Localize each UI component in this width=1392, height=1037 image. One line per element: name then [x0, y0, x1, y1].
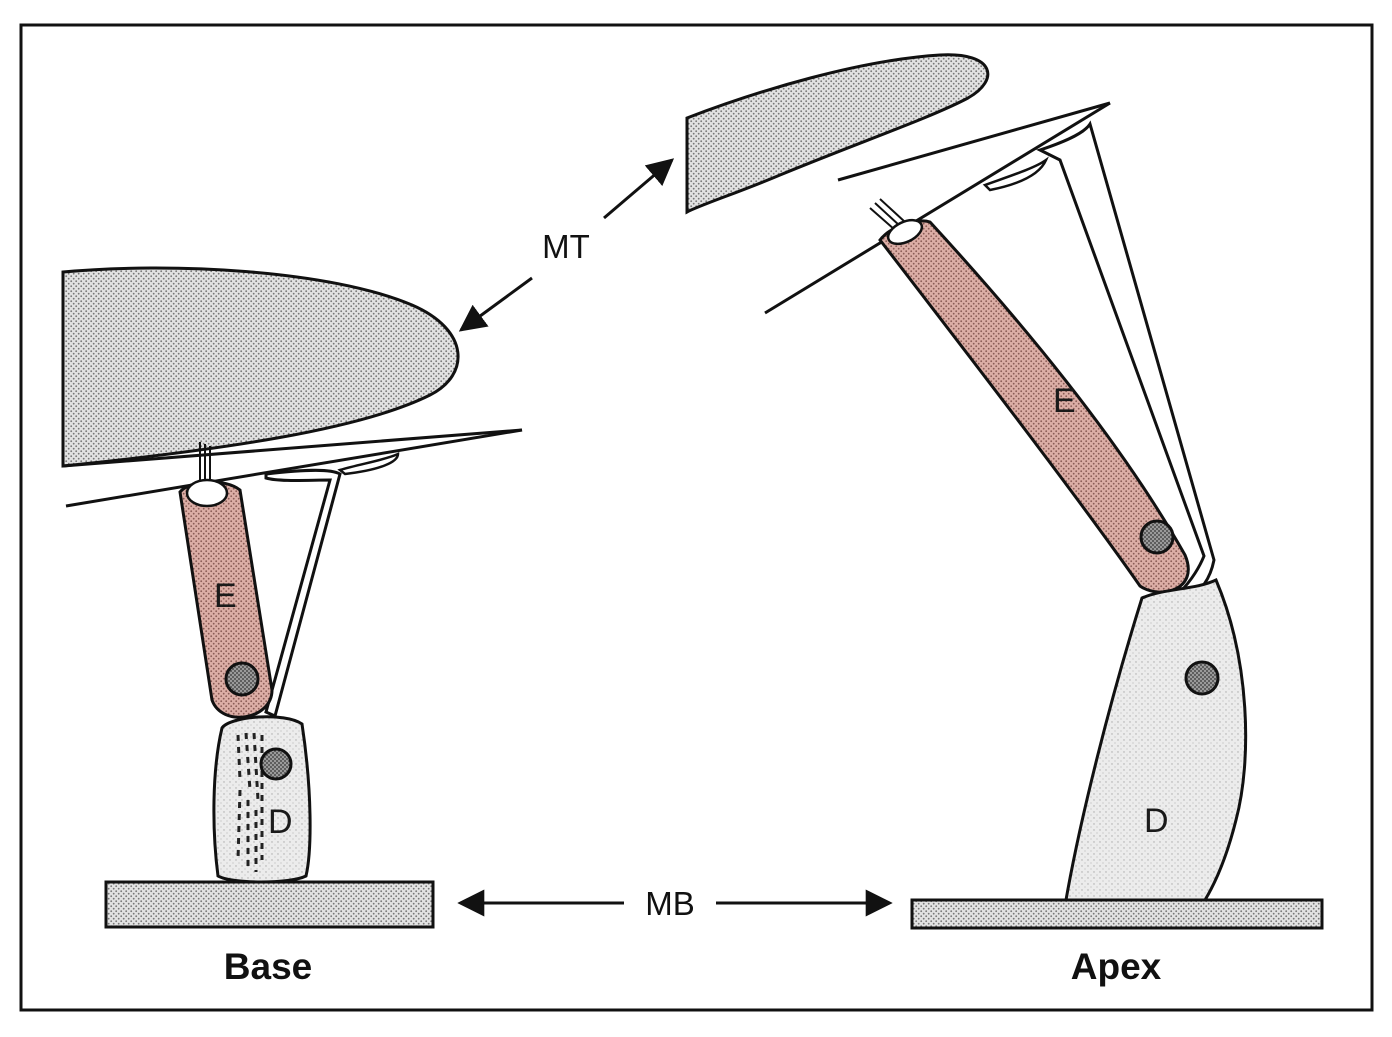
reticular-lamina-base-bottom: [65, 428, 523, 508]
label-e-apex: E: [1053, 382, 1076, 420]
cuticular-plate-e-base: [185, 478, 229, 508]
hair-cell-e-apex: [878, 219, 1190, 594]
label-mt: MT: [542, 228, 590, 265]
caption-apex: Apex: [1071, 946, 1162, 987]
mt-arrow-lower: [458, 276, 533, 332]
caption-base: Base: [224, 946, 312, 987]
mt-arrow: MT: [458, 158, 675, 332]
basilar-membrane-base: [104, 880, 435, 929]
nucleus-e-apex: [1139, 519, 1175, 555]
apex-panel: E D Apex: [685, 53, 1324, 987]
stereocilia-base: [199, 442, 211, 482]
phalangeal-process-base: [264, 468, 342, 719]
reticular-lamina-base-top: [62, 428, 523, 468]
cuticular-plate-e-apex: [886, 218, 924, 246]
stereocilia-apex: [869, 198, 906, 231]
nucleus-d-apex: [1184, 660, 1220, 696]
label-mb: MB: [645, 885, 695, 922]
label-d-base: D: [268, 803, 293, 841]
nucleus-e-base: [224, 661, 260, 697]
reticular-lamina-apex-top: [837, 101, 1111, 182]
mt-arrow-upper: [603, 158, 675, 220]
nucleus-d-base: [259, 747, 293, 781]
cuticular-plate-base: [337, 452, 400, 476]
base-panel: E D Base: [61, 266, 523, 987]
deiters-fibrils-base: [236, 732, 264, 872]
deiters-cell-d-apex: [1064, 577, 1248, 902]
label-e-base: E: [214, 577, 237, 615]
basilar-membrane-apex: [910, 898, 1324, 930]
mb-arrow: MB: [457, 885, 893, 922]
label-d-apex: D: [1144, 802, 1169, 840]
tectorial-membrane-base: [61, 266, 460, 468]
cuticular-plate-apex: [982, 156, 1049, 192]
reticular-lamina-apex-bottom: [764, 101, 1111, 315]
tectorial-membrane-apex: [685, 53, 990, 215]
